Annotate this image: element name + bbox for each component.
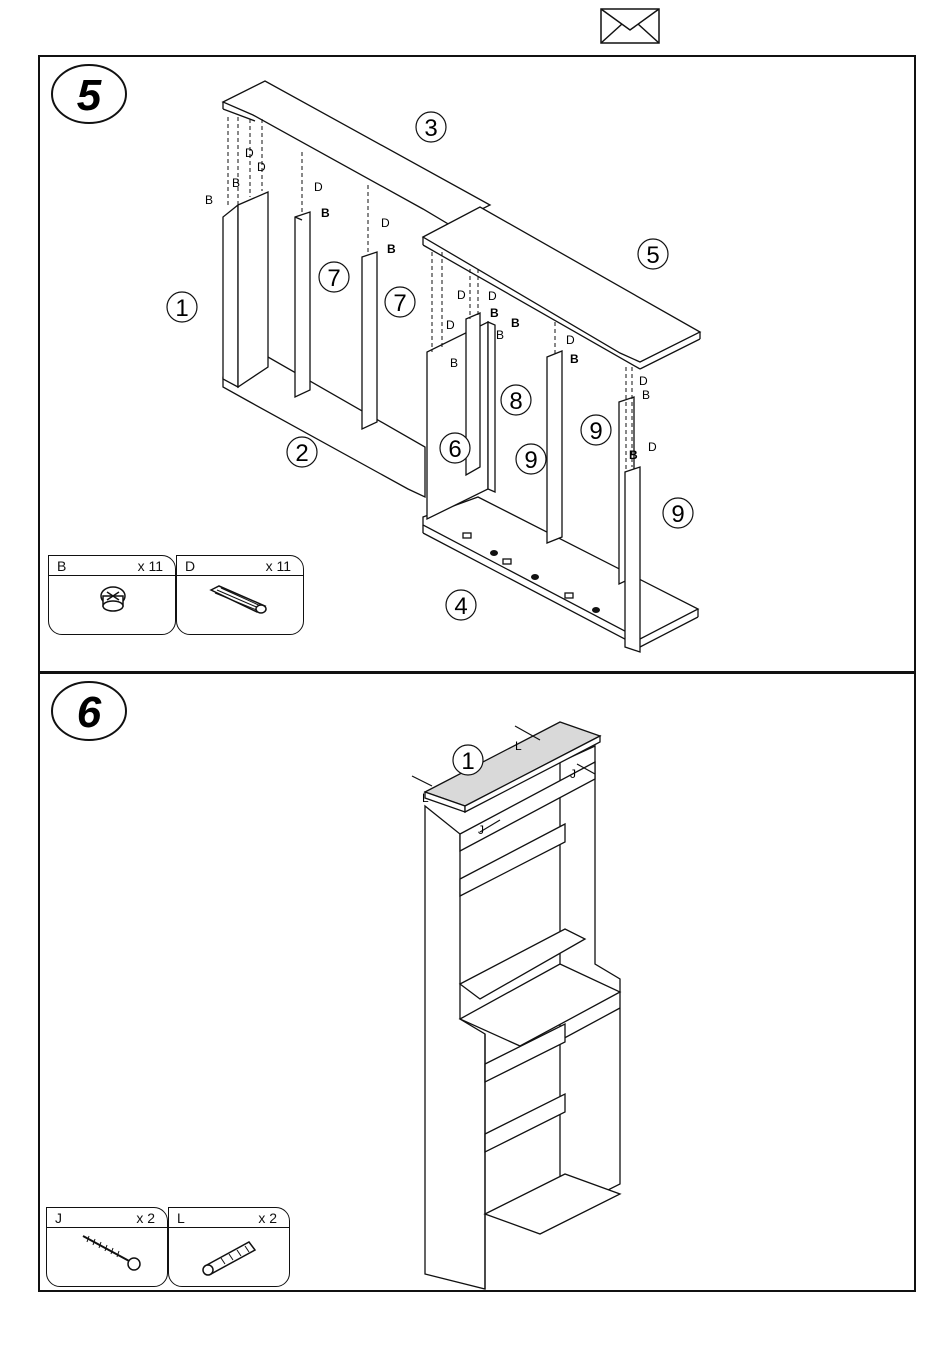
wooden-dowel-icon	[177, 576, 305, 634]
part-label-8: 8	[509, 388, 522, 415]
hw-b-6: B	[511, 316, 520, 330]
hw-l-1: L	[422, 791, 429, 805]
part-label-2: 2	[295, 440, 308, 467]
part-b-qty: x 11	[138, 558, 163, 574]
part-label-3: 3	[424, 115, 437, 142]
hw-d-3: D	[314, 180, 323, 194]
hw-d-1: D	[245, 146, 254, 160]
part-label-9a: 9	[524, 447, 537, 474]
side-panel-1	[223, 205, 238, 387]
part-d-box: D x 11	[176, 555, 304, 635]
part-label-4: 4	[454, 593, 467, 620]
divider-9-a	[547, 351, 562, 543]
part-l-qty: x 2	[258, 1210, 277, 1226]
bottom-panel-left	[223, 357, 425, 497]
part-label-top-board: 1	[461, 748, 474, 775]
screw-icon	[47, 1228, 169, 1286]
envelope-icon	[600, 8, 660, 44]
step-6-drawing: 1 L L J J	[40, 674, 914, 1290]
hw-b-2: B	[232, 176, 240, 190]
cam-lock-icon	[49, 576, 177, 634]
step-5-panel: 5	[38, 55, 916, 673]
part-j-qty: x 2	[136, 1210, 155, 1226]
hw-b-8: B	[450, 356, 458, 370]
hw-j-2: J	[478, 823, 484, 837]
wall-plug-icon	[169, 1228, 291, 1286]
step-5-parts-list: B x 11 D x 11	[48, 555, 304, 637]
part-l-box: L x 2	[168, 1207, 290, 1287]
part-label-5: 5	[646, 242, 659, 269]
hw-d-7: D	[446, 318, 455, 332]
step-6-parts-list: J x 2 L x 2	[46, 1207, 290, 1289]
part-b-code: B	[57, 558, 66, 574]
part-label-9c: 9	[671, 501, 684, 528]
part-d-code: D	[185, 558, 195, 574]
hw-b-3: B	[321, 206, 330, 220]
part-l-code: L	[177, 1210, 185, 1226]
hw-b-5: B	[490, 306, 499, 320]
hw-l-2: L	[515, 739, 522, 753]
step-6-panel: 6	[38, 672, 916, 1292]
part-d-qty: x 11	[266, 558, 291, 574]
hw-b-9: B	[570, 352, 579, 366]
hw-d-9: D	[639, 374, 648, 388]
hw-d-5: D	[457, 288, 466, 302]
part-b-box: B x 11	[48, 555, 176, 635]
hw-d-2: D	[257, 160, 266, 174]
hw-b-7: B	[496, 328, 504, 342]
part-label-1: 1	[175, 295, 188, 322]
part-j-code: J	[55, 1210, 62, 1226]
hw-b-11: B	[629, 448, 638, 462]
hw-d-10: D	[648, 440, 657, 454]
part-label-9b: 9	[589, 418, 602, 445]
part-label-7a: 7	[327, 265, 340, 292]
hw-b-10: B	[642, 388, 650, 402]
part-j-box: J x 2	[46, 1207, 168, 1287]
hw-j-1: J	[570, 767, 576, 781]
hw-d-4: D	[381, 216, 390, 230]
hw-b-4: B	[387, 242, 396, 256]
side-panel-9-c	[625, 467, 640, 652]
part-label-6: 6	[448, 436, 461, 463]
divider-7-b	[362, 252, 377, 429]
hw-b-1: B	[205, 193, 213, 207]
hw-d-6: D	[488, 289, 497, 303]
part-label-7b: 7	[393, 290, 406, 317]
divider-7-a	[295, 212, 310, 397]
hw-d-8: D	[566, 333, 575, 347]
